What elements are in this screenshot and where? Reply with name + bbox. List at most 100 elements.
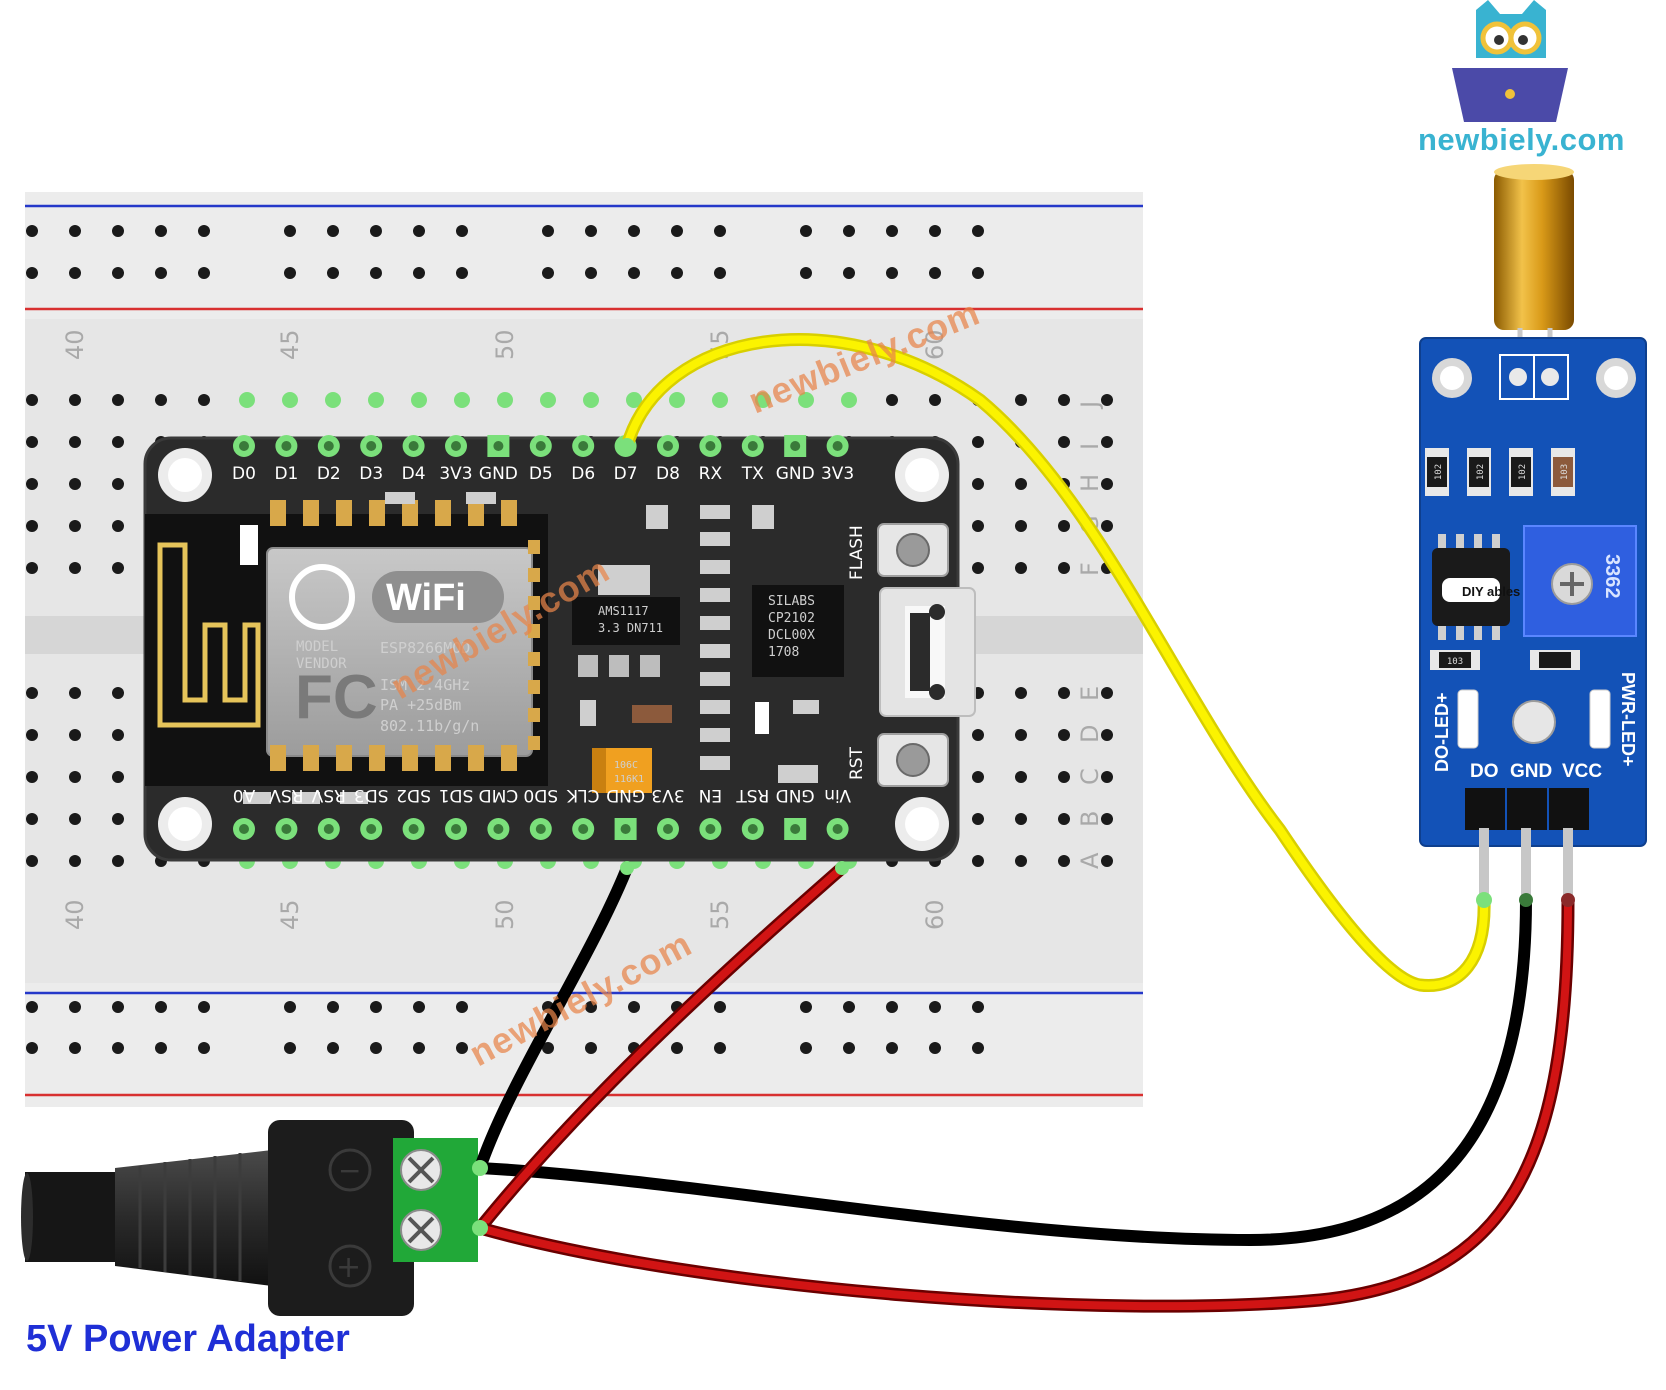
- sensor-header: [1465, 788, 1589, 908]
- voltage-regulator: AMS1117 3.3 DN711: [572, 565, 680, 677]
- do-led: [1457, 689, 1479, 749]
- wire-yellow: [623, 335, 1489, 990]
- rail-hole: [886, 267, 898, 279]
- rail-hole: [972, 1042, 984, 1054]
- pin-label-do: DO: [1470, 761, 1499, 782]
- terminal-hole: [972, 562, 984, 574]
- terminal-hole: [112, 520, 124, 532]
- rail-hole: [843, 267, 855, 279]
- rail-hole: [929, 1001, 941, 1013]
- terminal-hole: [1101, 813, 1113, 825]
- usb-chip-text-1: SILABS: [768, 594, 815, 609]
- cap-text-1: 106C: [614, 760, 638, 771]
- terminal-hole: [112, 813, 124, 825]
- minus-symbol: −: [338, 1154, 361, 1187]
- terminal-hole: [972, 813, 984, 825]
- terminal-hole: [1058, 771, 1070, 783]
- usb-chip-text-3: DCL00X: [768, 628, 815, 643]
- terminal-hole: [1101, 436, 1113, 448]
- potentiometer: 3362: [1523, 525, 1637, 637]
- rail-hole: [26, 1001, 38, 1013]
- terminal-hole: [69, 813, 81, 825]
- esp-pin-label: GND: [606, 785, 645, 805]
- esp-pin-label: CLK: [566, 785, 599, 805]
- rail-hole: [69, 267, 81, 279]
- rail-hole: [542, 1042, 554, 1054]
- rail-hole: [155, 267, 167, 279]
- esp8266-board: WiFi FC MODEL VENDOR ESP8266MOD ISM 2.4G…: [143, 435, 976, 862]
- chip-logo: DIY ables: [1462, 584, 1520, 599]
- resistor-label: 102: [1476, 464, 1486, 480]
- rail-hole: [886, 1042, 898, 1054]
- rail-hole: [456, 267, 468, 279]
- terminal-hole: [26, 687, 38, 699]
- terminal-hole: [26, 478, 38, 490]
- terminal-hole: [1015, 478, 1027, 490]
- terminal-hole: [1101, 478, 1113, 490]
- esp-pin-label: RX: [699, 464, 723, 484]
- terminal-hole: [972, 771, 984, 783]
- terminal-hole: [69, 855, 81, 867]
- terminal-hole: [1101, 520, 1113, 532]
- wire-black-esp: [474, 862, 633, 1174]
- esp-pin-label: EN: [699, 785, 722, 805]
- smd-resistor: 103: [1430, 650, 1480, 670]
- rail-hole: [112, 1042, 124, 1054]
- terminal-hole: [69, 436, 81, 448]
- module-text-2: VENDOR: [296, 656, 347, 672]
- terminal-hole: [112, 436, 124, 448]
- terminal-hole: [1015, 729, 1027, 741]
- wire-endpoints: [472, 438, 1575, 1236]
- connected-hole: [454, 392, 470, 408]
- adapter-body: [268, 1120, 414, 1316]
- usb-chip-text-4: 1708: [768, 645, 799, 660]
- terminal-hole: [1015, 771, 1027, 783]
- terminal-hole: [1058, 855, 1070, 867]
- terminal-hole: [972, 436, 984, 448]
- rst-label: RST: [847, 746, 867, 780]
- esp-pin-label: D1: [274, 464, 298, 484]
- usb-chip-text-2: CP2102: [768, 611, 815, 626]
- rail-hole: [585, 1001, 597, 1013]
- rail-hole: [714, 1042, 726, 1054]
- esp-pin-label: GND: [479, 464, 518, 484]
- rail-hole: [413, 1042, 425, 1054]
- esp12-module: WiFi FC MODEL VENDOR ESP8266MOD ISM 2.4G…: [145, 500, 548, 786]
- rail-hole: [714, 267, 726, 279]
- connected-hole: [712, 392, 728, 408]
- rail-hole: [800, 267, 812, 279]
- esp-pin-label: GND: [776, 785, 815, 805]
- tilt-switch-cylinder: [1494, 170, 1574, 330]
- wifi-logo: [372, 571, 504, 623]
- terminal-hole: [69, 729, 81, 741]
- terminal-hole: [112, 771, 124, 783]
- connected-hole: [282, 392, 298, 408]
- terminal-hole: [1058, 813, 1070, 825]
- usb-uart-chip: SILABS CP2102 DCL00X 1708: [752, 585, 844, 677]
- fc-logo: FC: [295, 663, 378, 732]
- row-letter: E: [1076, 686, 1104, 701]
- terminal-hole: [1058, 729, 1070, 741]
- terminal-hole: [155, 394, 167, 406]
- rail-hole: [886, 1001, 898, 1013]
- rail-hole: [155, 1001, 167, 1013]
- wires: [473, 333, 1575, 1313]
- rail-hole: [26, 225, 38, 237]
- terminal-hole: [112, 855, 124, 867]
- pin-label-vcc: VCC: [1562, 761, 1602, 782]
- wire-black-sensor: [474, 894, 1532, 1247]
- flash-button: FLASH: [847, 523, 949, 580]
- connected-hole: [239, 392, 255, 408]
- terminal-hole: [69, 520, 81, 532]
- regulator-text-1: AMS1117: [598, 604, 649, 618]
- terminal-hole: [112, 478, 124, 490]
- module-text-3: ESP8266MOD: [380, 639, 470, 657]
- esp-pin-label: D4: [402, 464, 426, 484]
- terminal-hole: [1101, 771, 1113, 783]
- connected-hole: [755, 392, 771, 408]
- rail-hole: [843, 1042, 855, 1054]
- connected-hole: [497, 392, 513, 408]
- rail-hole: [628, 225, 640, 237]
- rail-hole: [671, 1042, 683, 1054]
